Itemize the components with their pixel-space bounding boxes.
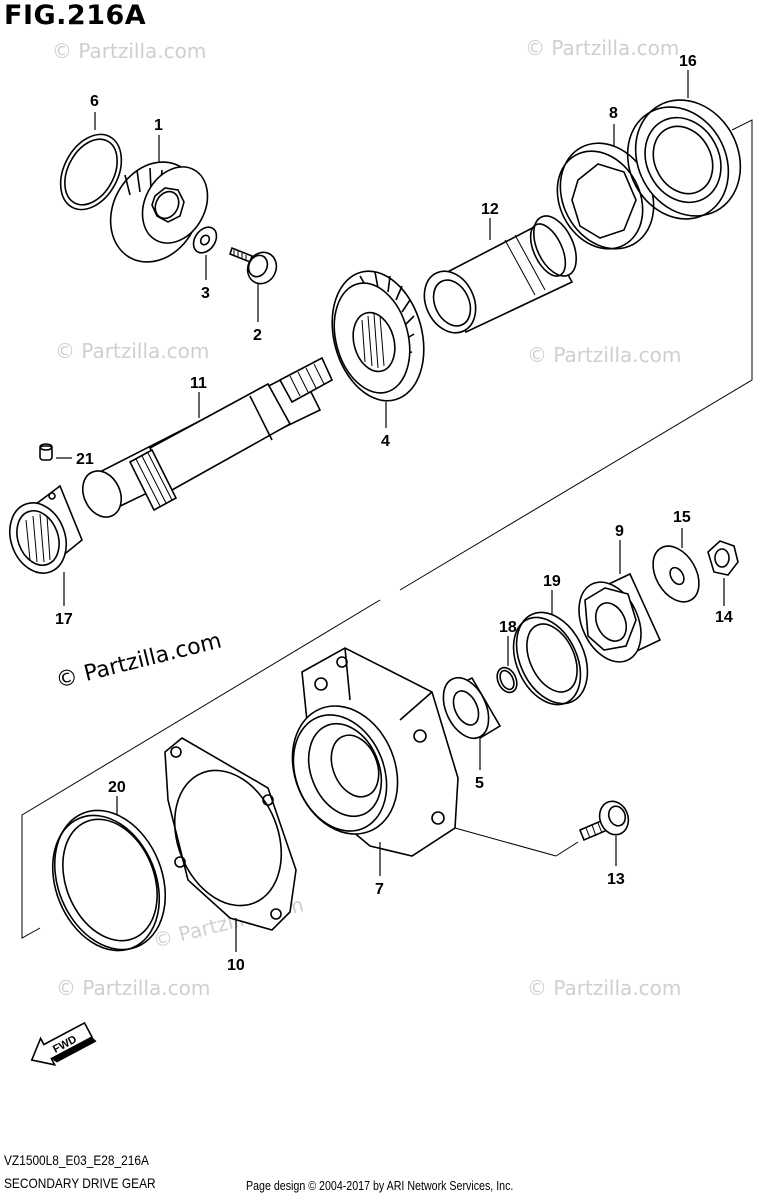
watermark: © Partzilla.com xyxy=(55,339,209,363)
watermark: © Partzilla.com xyxy=(52,39,206,63)
watermark: © Partzilla.com xyxy=(53,628,224,693)
part-3-washer xyxy=(192,226,218,254)
part-7-housing xyxy=(291,647,459,857)
watermark: © Partzilla.com xyxy=(525,36,679,60)
callout-10: 10 xyxy=(227,957,245,974)
callout-11: 11 xyxy=(190,375,207,392)
callout-17: 17 xyxy=(55,611,73,628)
part-20-o-ring xyxy=(51,809,167,952)
figure-caption: SECONDARY DRIVE GEAR xyxy=(4,1175,156,1191)
part-1-bevel-gear xyxy=(109,161,209,263)
callout-13: 13 xyxy=(607,871,625,888)
part-11-shaft xyxy=(81,356,334,518)
callout-18: 18 xyxy=(499,619,517,636)
part-9-flange-nut xyxy=(578,572,662,663)
watermark: © Partzilla.com xyxy=(527,343,681,367)
part-19-oil-seal xyxy=(512,611,589,706)
part-4-bevel-gear xyxy=(331,270,425,402)
frame-lines xyxy=(21,119,753,939)
part-6-o-ring xyxy=(59,133,123,211)
part-17-needle-bearing xyxy=(8,484,83,574)
page-credit: Page design © 2004-2017 by ARI Network S… xyxy=(246,1178,514,1193)
part-21-pin xyxy=(39,443,53,461)
part-18-o-ring xyxy=(496,666,518,694)
callout-19: 19 xyxy=(543,573,561,590)
part-13-bolt xyxy=(578,800,630,842)
leader-lines xyxy=(56,70,725,952)
part-10-gasket xyxy=(164,737,297,931)
part-5-spacer xyxy=(442,676,502,740)
figure-code: VZ1500L8_E03_E28_216A xyxy=(4,1152,149,1168)
watermark: © Partzilla.com xyxy=(56,976,210,1000)
callout-20: 20 xyxy=(108,779,126,796)
callout-21: 21 xyxy=(76,451,94,468)
callout-7: 7 xyxy=(375,881,384,898)
callout-9: 9 xyxy=(615,523,624,540)
callout-12: 12 xyxy=(481,201,499,218)
callout-1: 1 xyxy=(154,117,163,134)
part-8-retainer xyxy=(556,142,655,250)
watermark: © Partzilla.com xyxy=(527,976,681,1000)
part-15-washer xyxy=(652,545,700,603)
callout-16: 16 xyxy=(679,53,697,70)
part-16-bearing xyxy=(626,99,742,220)
figure-title: FIG.216A xyxy=(4,0,147,31)
callout-4: 4 xyxy=(381,433,390,450)
part-2-bolt xyxy=(229,246,278,285)
fwd-arrow: FWD xyxy=(30,1021,97,1066)
callout-14: 14 xyxy=(715,609,733,626)
callout-2: 2 xyxy=(253,327,262,344)
callout-5: 5 xyxy=(475,775,484,792)
callout-15: 15 xyxy=(673,509,691,526)
callouts: 6 1 3 2 4 5 7 8 9 10 11 12 13 14 15 16 1… xyxy=(55,53,733,974)
part-12-sleeve xyxy=(423,215,577,334)
callout-6: 6 xyxy=(90,93,99,110)
callout-8: 8 xyxy=(609,105,618,122)
callout-3: 3 xyxy=(201,285,210,302)
part-14-nut xyxy=(707,540,739,576)
